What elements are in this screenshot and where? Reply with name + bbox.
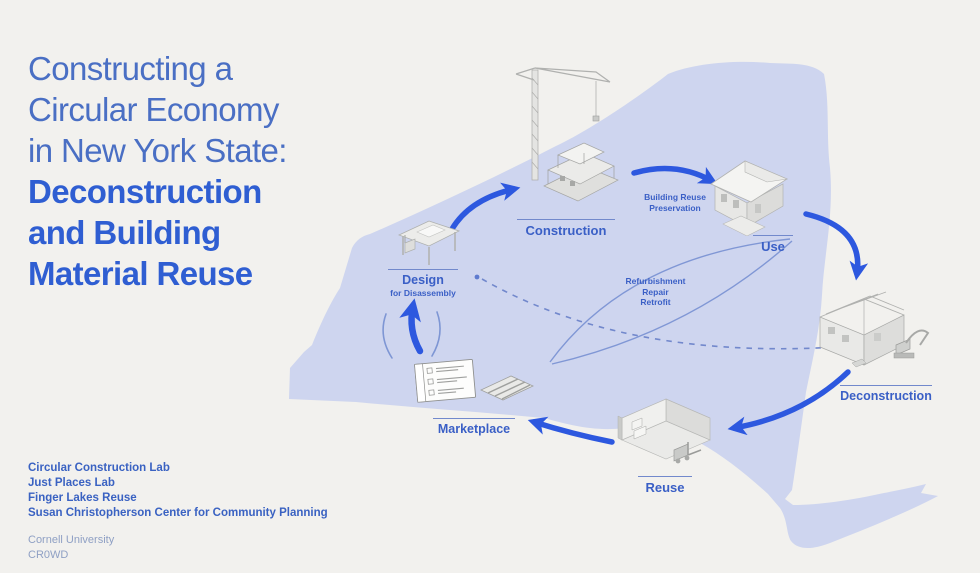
refurbishment-line3: Retrofit — [640, 297, 671, 307]
design-arrow-accent-right — [431, 311, 441, 357]
title-line-4: Deconstruction — [28, 173, 262, 210]
arrow-deconstruction-to-reuse — [727, 369, 851, 436]
credits-affiliations: Cornell University CR0WD — [28, 533, 114, 562]
poster-title: Constructing a Circular Economy in New Y… — [28, 48, 287, 294]
title-line-1: Constructing a — [28, 50, 233, 87]
flow-label-building-reuse: Building Reuse Preservation — [630, 192, 720, 213]
title-line-2: Circular Economy — [28, 91, 279, 128]
arrow-reuse-to-marketplace — [527, 416, 615, 445]
title-line-5: and Building — [28, 214, 221, 251]
warehouse-forklift-icon — [617, 398, 711, 464]
credit-affil-1: Cornell University — [28, 534, 115, 546]
arrow-use-to-deconstruction — [803, 211, 869, 281]
construction-label: Construction — [525, 223, 607, 238]
credits-organizations: Circular Construction Lab Just Places La… — [28, 461, 328, 521]
credit-affil-2: CR0WD — [28, 548, 69, 561]
listing-card-pallet-icon — [414, 359, 534, 403]
marketplace-label: Marketplace — [437, 422, 511, 436]
node-label-construction: Construction — [517, 219, 615, 238]
house-icon — [710, 160, 789, 236]
arrow-marketplace-to-design — [399, 298, 424, 355]
reuse-label: Reuse — [645, 480, 685, 495]
credit-org-3: Finger Lakes Reuse — [28, 492, 137, 504]
node-label-use: Use — [753, 235, 793, 254]
use-label: Use — [761, 239, 785, 254]
dashed-feedback-line — [481, 278, 904, 350]
building-reuse-line2: Preservation — [649, 202, 701, 213]
arrow-construction-to-use — [631, 165, 718, 185]
node-label-reuse: Reuse — [638, 476, 692, 495]
design-label: Design — [402, 273, 444, 287]
credit-org-2: Just Places Lab — [28, 477, 115, 489]
design-arrow-accent-left — [382, 313, 393, 359]
credit-org-1: Circular Construction Lab — [28, 462, 170, 474]
title-line-6: Material Reuse — [28, 255, 253, 292]
refurbishment-loop-arc-upper — [549, 238, 791, 363]
deconstruction-label: Deconstruction — [840, 389, 932, 403]
flow-label-refurbishment: Refurbishment Repair Retrofit — [608, 276, 703, 308]
arrow-design-to-construction — [449, 182, 521, 232]
tower-crane-building-icon — [515, 67, 619, 202]
node-label-deconstruction: Deconstruction — [840, 385, 932, 403]
refurbishment-line2: Repair — [642, 286, 669, 297]
building-reuse-line1: Building Reuse — [644, 192, 706, 202]
dashed-feedback-start-dot — [474, 274, 480, 280]
node-label-design: Design for Disassembly — [388, 269, 458, 298]
design-sublabel: for Disassembly — [390, 288, 456, 298]
drafting-desk-icon — [397, 220, 461, 265]
building-excavator-icon — [819, 291, 930, 368]
title-line-3: in New York State: — [28, 132, 287, 169]
refurbishment-line1: Refurbishment — [625, 276, 686, 286]
refurbishment-loop-arc-lower — [551, 240, 793, 365]
credit-org-4: Susan Christopherson Center for Communit… — [28, 507, 328, 519]
node-label-marketplace: Marketplace — [433, 418, 515, 436]
